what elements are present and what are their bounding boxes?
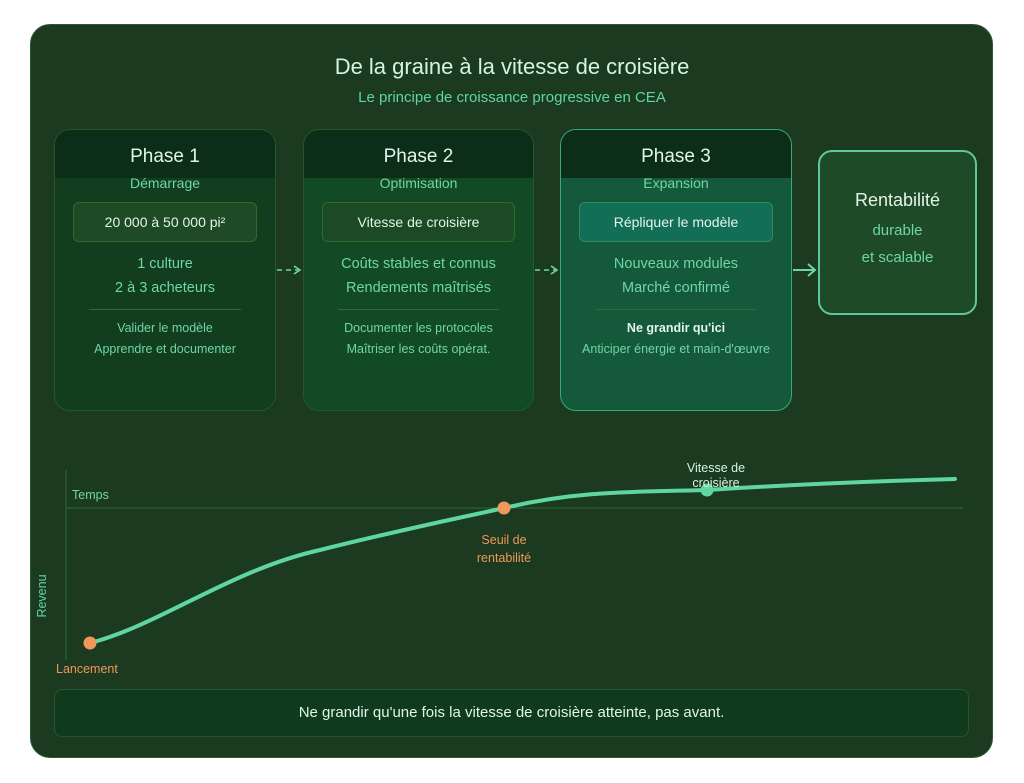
phase-note: Apprendre et documenter [94, 342, 236, 356]
arrow-head-icon [293, 265, 302, 275]
phase-stage: Optimisation [379, 175, 458, 191]
cruise-label: croisière [692, 476, 740, 490]
phase-note: Maîtriser les coûts opérat. [346, 342, 491, 356]
phase-note: Anticiper énergie et main-d'œuvre [582, 342, 770, 356]
phase-line: Rendements maîtrisés [345, 280, 492, 296]
x-axis-label: Temps [72, 488, 109, 502]
phase-note: Documenter les protocoles [344, 321, 493, 335]
phase-highlight: Répliquer le modèle [579, 202, 773, 242]
phase-name: Phase 1 [130, 146, 200, 167]
cruise-point [700, 483, 714, 497]
phase-line: 2 à 3 acheteurs [115, 280, 215, 296]
breakeven-point [497, 501, 511, 515]
footer-message: Ne grandir qu'une fois la vitesse de cro… [54, 689, 969, 737]
phase-line: Nouveaux modules [613, 256, 739, 272]
divider [89, 309, 241, 310]
divider [595, 309, 757, 310]
cruise-label: Vitesse de [686, 461, 746, 475]
phase-3-card: Phase 3 Expansion Répliquer le modèle No… [560, 129, 792, 411]
phase-stage: Démarrage [129, 175, 201, 191]
phase-1-card: Phase 1 Démarrage 20 000 à 50 000 pi² 1 … [54, 129, 276, 411]
phase-highlight: Vitesse de croisière [322, 202, 515, 242]
phase-line: Marché confirmé [622, 280, 730, 296]
y-axis-label: Revenu [35, 574, 49, 617]
phase-line: 1 culture [137, 256, 193, 272]
result-card: Rentabilité durable et scalable [818, 150, 977, 315]
divider [338, 309, 499, 310]
breakeven-label: Seuil de [481, 533, 527, 547]
result-title: Rentabilité [854, 190, 941, 210]
diagram-title: De la graine à la vitesse de croisière [334, 54, 690, 79]
phase-note: Valider le modèle [117, 321, 213, 335]
phase-2-card: Phase 2 Optimisation Vitesse de croisièr… [303, 129, 534, 411]
diagram-subtitle: Le principe de croissance progressive en… [358, 89, 666, 106]
phase-line: Coûts stables et connus [341, 256, 496, 272]
arrow-head-icon [550, 265, 559, 275]
phase-note: Ne grandir qu'ici [626, 321, 726, 335]
launch-label: Lancement [56, 662, 118, 676]
phase-stage: Expansion [643, 175, 709, 191]
result-line: et scalable [861, 249, 934, 266]
breakeven-label: rentabilité [476, 551, 532, 565]
phase-name: Phase 2 [383, 146, 454, 167]
arrow-head-icon [807, 263, 817, 277]
phase-highlight: 20 000 à 50 000 pi² [73, 202, 257, 242]
result-line: durable [872, 222, 923, 239]
launch-point [83, 636, 97, 650]
phase-name: Phase 3 [641, 146, 711, 167]
